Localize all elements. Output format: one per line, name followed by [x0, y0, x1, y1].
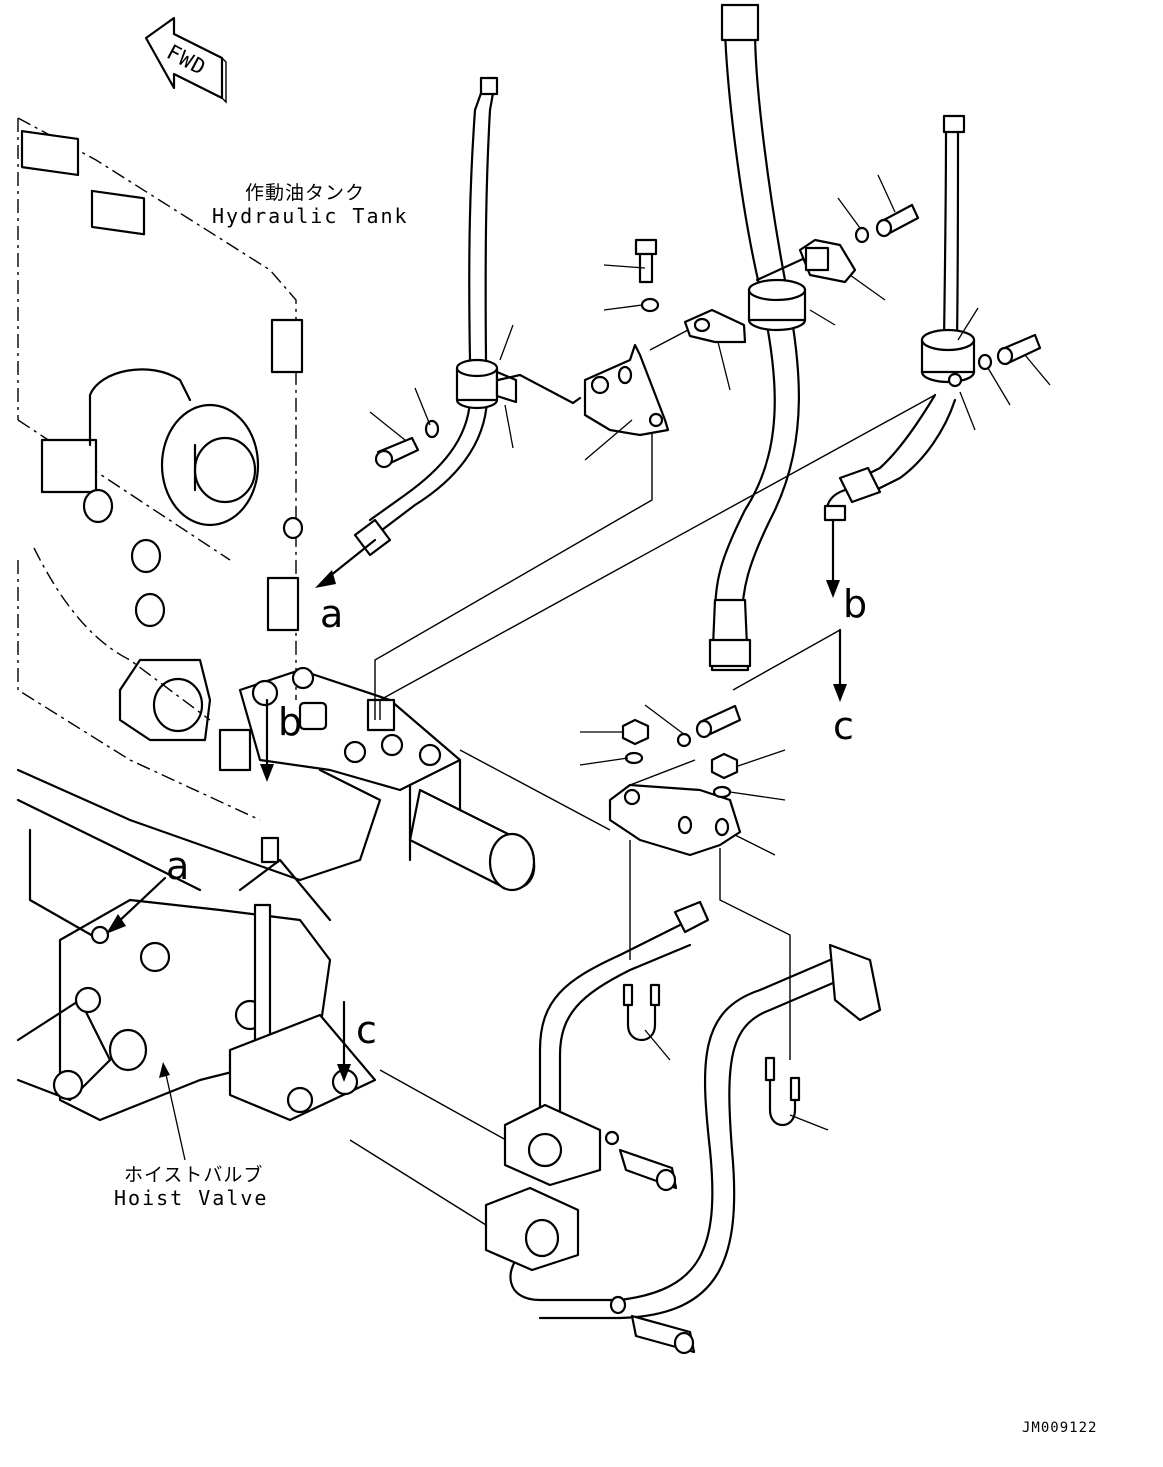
- drawing-code: JM009122: [1022, 1420, 1098, 1436]
- lower-pipe-1: [503, 900, 710, 1192]
- ref-a-top: a: [320, 592, 344, 636]
- hoist-valve-label-jp: ホイストバルブ: [124, 1164, 264, 1186]
- lower-bolt-nut-washer: [621, 704, 742, 799]
- u-bolt-left: [622, 983, 661, 1041]
- leader-lines: [369, 174, 1051, 1131]
- large-hose: [708, 3, 800, 672]
- center-bolt-washer: [634, 238, 660, 313]
- large-hose-clamp: [747, 256, 807, 332]
- hydraulic-tank-label-en: Hydraulic Tank: [212, 204, 409, 228]
- u-bolt-right: [764, 1056, 801, 1126]
- right-upper-bolt: [854, 203, 920, 244]
- hoist-valve-assembly: [16, 836, 377, 1122]
- left-hose: [353, 76, 499, 557]
- left-hose-clamp: [455, 358, 582, 410]
- ref-c-bottom: c: [356, 1008, 377, 1052]
- fwd-arrow-icon: [144, 16, 227, 104]
- hydraulic-tank-label-jp: 作動油タンク: [245, 182, 366, 204]
- right-upper-clamp: [798, 238, 857, 284]
- right-hose: [823, 114, 966, 522]
- right-bolt-washer: [977, 333, 1042, 371]
- chassis-frame: [16, 658, 536, 942]
- center-bracket: [374, 343, 670, 720]
- ref-a-bottom: a: [166, 844, 190, 888]
- center-clamp-half: [649, 308, 747, 351]
- ref-b-bottom: b: [278, 700, 303, 744]
- lower-pipe-2: [349, 943, 882, 1355]
- hoist-valve-label-en: Hoist Valve: [114, 1186, 269, 1210]
- lower-bracket: [459, 749, 791, 1060]
- hydraulic-tank-outline: [17, 117, 304, 821]
- ref-c-top: c: [833, 704, 854, 748]
- left-bolt-washer: [374, 419, 440, 469]
- ref-b-top: b: [843, 582, 868, 626]
- reference-arrows: [106, 518, 847, 1161]
